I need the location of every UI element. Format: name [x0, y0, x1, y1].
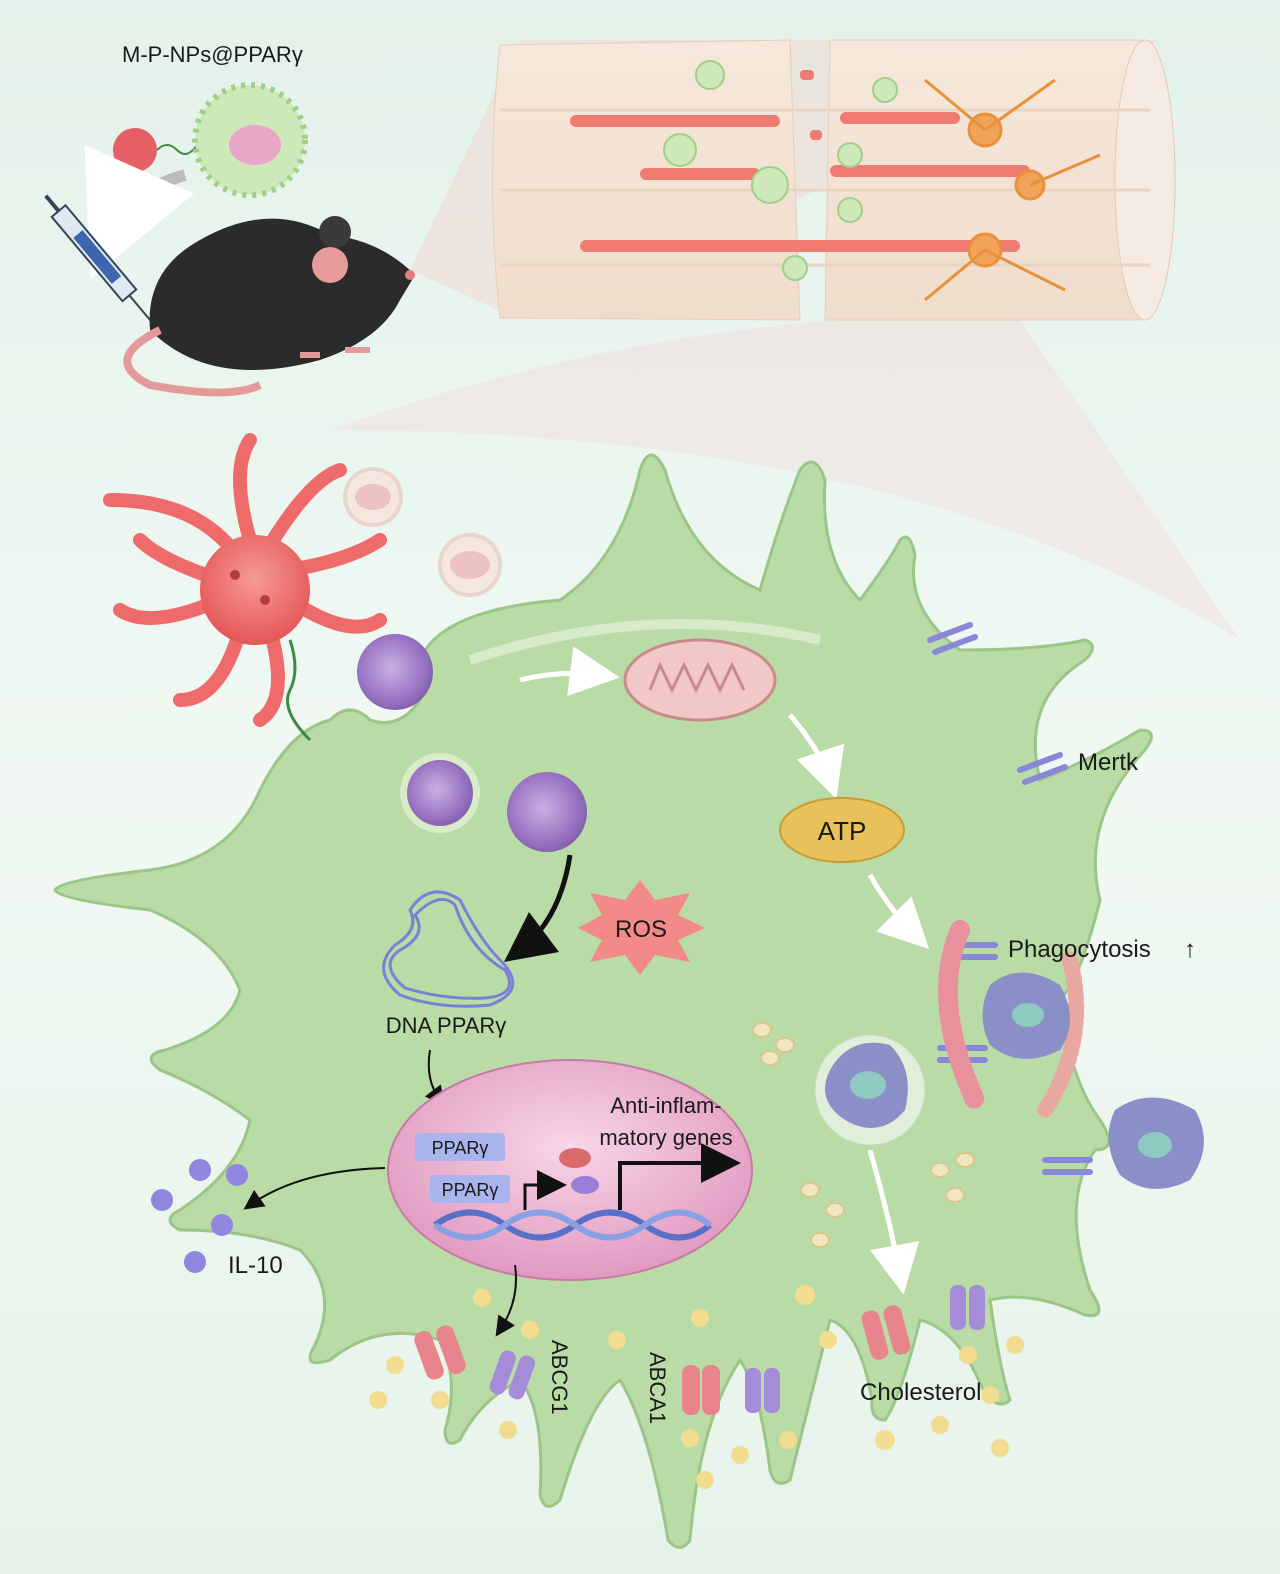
ros-burst-icon: [578, 880, 705, 975]
increase-arrow-icon: ↑: [1184, 936, 1196, 963]
anti-inflam-label-2: matory genes: [599, 1125, 732, 1150]
syringe-icon: [44, 194, 156, 327]
curved-arrow-icon: [84, 144, 195, 279]
atp-badge: [779, 797, 905, 863]
flow-arrows: [519, 646, 930, 1295]
microglia-icon: [103, 433, 387, 742]
dna-ppar-label: DNA PPARγ: [386, 1013, 507, 1038]
cofactor-icon: [559, 1148, 591, 1168]
macrophage-membrane-nanoparticle: [84, 82, 308, 279]
anti-inflam-label-1: Anti-inflam-: [610, 1093, 721, 1118]
transcription-arrow-icon: [618, 1143, 741, 1210]
arrow-icon: [243, 1167, 386, 1210]
nanoparticle-icon: [357, 634, 433, 710]
mitochondrion-icon: [623, 638, 777, 722]
cofactor-icon: [571, 1176, 599, 1194]
phagocytosis-label: Phagocytosis: [1008, 936, 1151, 963]
cell-highlight: [468, 619, 822, 665]
il10-molecules: [151, 1159, 248, 1273]
il10-label: IL-10: [228, 1252, 283, 1279]
nanoparticle-icon: [507, 772, 587, 852]
ppar-box: [430, 1175, 510, 1203]
zoom-cone-lower: [330, 317, 1240, 640]
ros-label: ROS: [615, 916, 667, 943]
dna-helix-icon: [433, 1209, 712, 1241]
title: M-P-NPs@PPARγ: [122, 42, 303, 67]
apoptotic-cells: [814, 972, 1204, 1189]
nanoparticle-icon: [407, 760, 473, 826]
nanoparticles: [357, 634, 587, 852]
ppar-box: [415, 1133, 505, 1161]
mouse-icon: [123, 216, 416, 397]
arrow-icon: [495, 1264, 517, 1337]
cholesterol-particles: [369, 1285, 1024, 1489]
abca1-transporters: [414, 1305, 911, 1415]
atp-label: ATP: [818, 816, 867, 846]
dna-plasmid-icon: [382, 890, 515, 1008]
nucleus: [387, 1059, 753, 1281]
abca1-label: ABCA1: [645, 1352, 670, 1424]
abcg1-transporters: [489, 1285, 985, 1413]
transcription-arrow-icon: [523, 1170, 567, 1210]
spinal-cord-tissue: [492, 39, 1176, 321]
ppar-label-1: PPARγ: [432, 1138, 489, 1158]
cholesterol-label: Cholesterol: [860, 1379, 981, 1406]
abcg1-label: ABCG1: [547, 1340, 572, 1415]
phagocytic-cup: [938, 920, 1085, 1118]
arrow-icon: [504, 854, 573, 963]
nanoparticle-core-icon: [113, 128, 157, 172]
mertk-label: Mertk: [1078, 749, 1139, 776]
ppar-label-2: PPARγ: [442, 1180, 499, 1200]
mitochondria-vesicles: [343, 467, 502, 597]
lipid-droplets: [752, 1022, 975, 1248]
